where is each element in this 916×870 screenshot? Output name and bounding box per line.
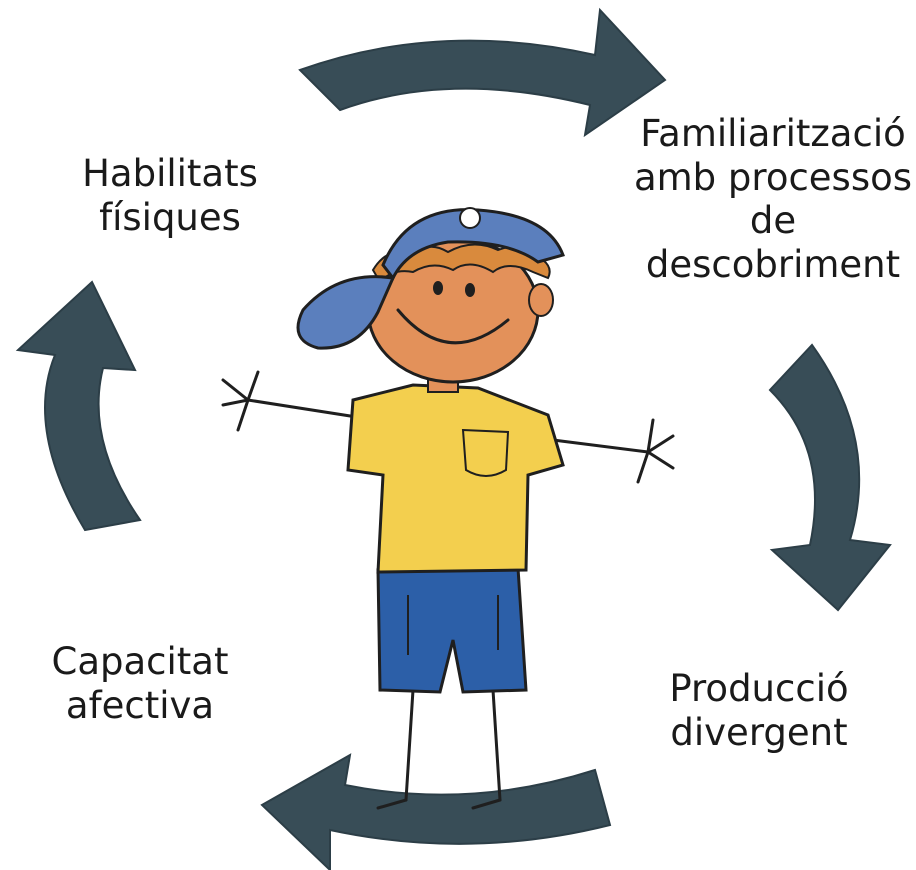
curved-arrow-icon	[768, 343, 892, 612]
label-familiaritzacio: Familiarització amb processos de descobr…	[630, 112, 916, 287]
label-capacitat-afectiva: Capacitat afectiva	[40, 640, 240, 727]
label-produccio-divergent: Producció divergent	[644, 667, 874, 754]
label-line: afectiva	[65, 683, 215, 727]
label-line: físiques	[99, 195, 241, 239]
label-line: Capacitat	[51, 640, 229, 683]
label-line: divergent	[670, 710, 848, 754]
curved-arrow-icon	[260, 753, 612, 870]
label-line: descobriment	[645, 242, 901, 286]
label-line: de	[749, 199, 797, 243]
child-drawing-icon	[221, 207, 675, 810]
label-line: Familiarització	[640, 112, 906, 155]
label-line: Producció	[669, 667, 849, 710]
curved-arrow-icon	[15, 280, 142, 532]
curved-arrow-icon	[298, 7, 667, 138]
label-line: amb processos	[633, 155, 913, 199]
label-habilitats-fisiques: Habilitats físiques	[70, 152, 270, 239]
label-line: Habilitats	[82, 152, 258, 195]
